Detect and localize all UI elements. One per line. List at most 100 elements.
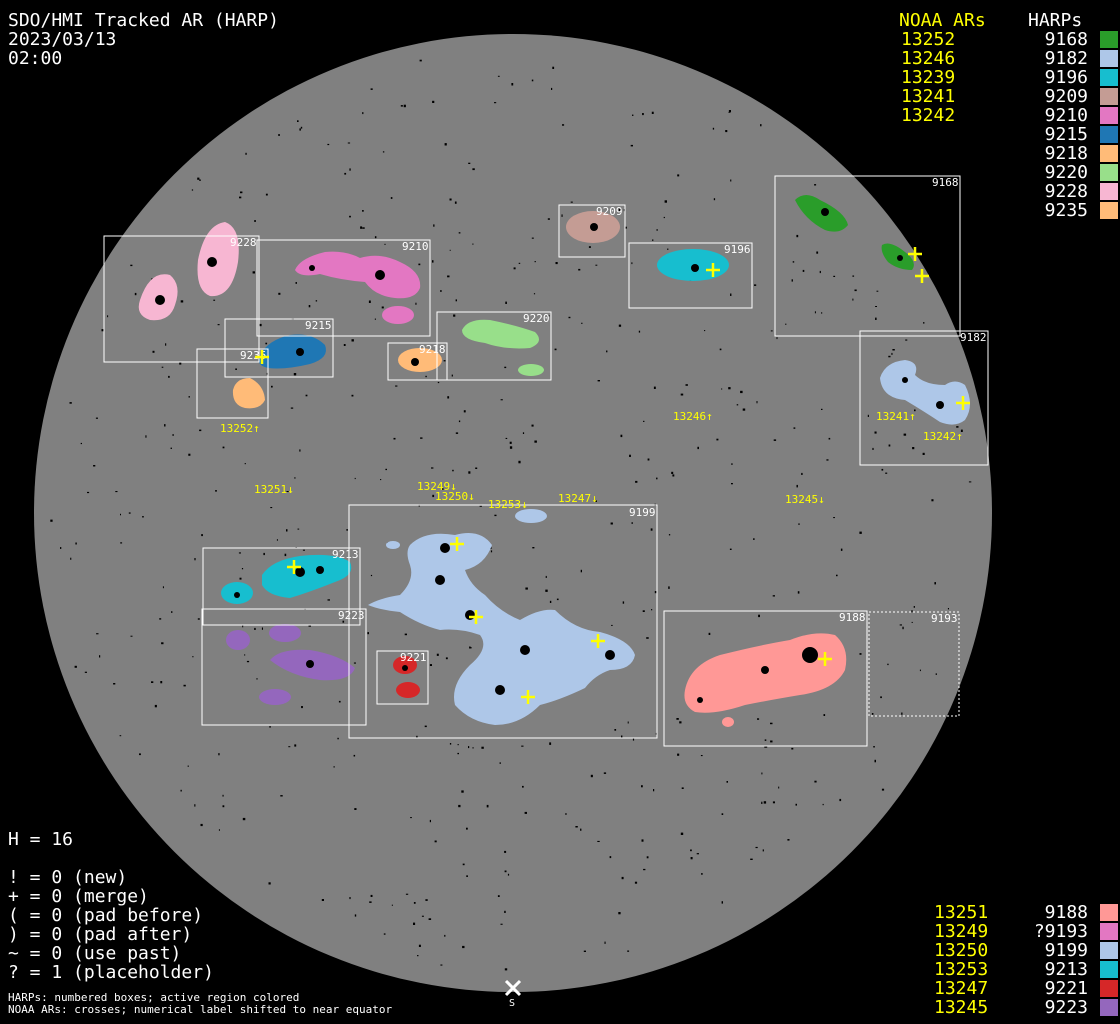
- speckle: [919, 669, 921, 672]
- speckle: [595, 264, 598, 266]
- speckle: [457, 744, 459, 746]
- speckle: [731, 463, 733, 465]
- speckle: [513, 267, 516, 270]
- speckle: [458, 420, 461, 423]
- speckle: [254, 627, 256, 630]
- speckle: [597, 840, 600, 842]
- speckle: [362, 210, 364, 212]
- speckle: [346, 529, 348, 531]
- speckle: [721, 813, 724, 815]
- speckle: [627, 721, 629, 724]
- speckle: [429, 819, 431, 823]
- speckle: [170, 447, 172, 449]
- noaa-label: 13253↓: [488, 498, 528, 511]
- speckle: [570, 201, 573, 203]
- box-9210: [256, 239, 431, 337]
- speckle: [627, 950, 630, 952]
- speckle: [288, 746, 291, 748]
- speckle: [554, 348, 557, 351]
- speckle: [500, 399, 503, 401]
- harp-legend-row: 9168: [1038, 30, 1118, 49]
- speckle: [913, 606, 915, 608]
- speckle: [828, 437, 831, 440]
- speckle: [381, 306, 384, 309]
- speckle: [561, 214, 563, 217]
- speckle: [881, 468, 884, 471]
- speckle: [590, 774, 593, 778]
- speckle: [549, 742, 552, 745]
- speckle: [445, 657, 448, 660]
- box-label: 9193: [931, 612, 958, 625]
- speckle: [93, 465, 96, 467]
- harp-legend-row: 9218: [1038, 144, 1118, 163]
- speckle: [431, 467, 434, 469]
- speckle: [914, 409, 916, 412]
- speckle: [479, 505, 482, 507]
- region-9220b: [518, 364, 544, 376]
- speckle: [511, 83, 514, 86]
- speckle: [549, 600, 552, 603]
- noaa-label: 13245↓: [785, 493, 825, 506]
- speckle: [754, 284, 757, 286]
- speckle: [653, 386, 656, 389]
- speckle: [142, 516, 144, 518]
- speckle: [413, 922, 416, 925]
- speckle: [652, 239, 654, 241]
- speckle: [99, 655, 101, 658]
- speckle: [280, 795, 283, 797]
- solar-disk: [34, 34, 992, 992]
- stats-list: ! = 0 (new) + = 0 (merge) ( = 0 (pad bef…: [8, 868, 214, 982]
- speckle: [278, 134, 280, 136]
- noaa-item: 13241: [901, 86, 956, 107]
- speckle: [797, 591, 800, 594]
- speckle: [852, 275, 855, 277]
- noaa-item: 13251: [934, 902, 989, 923]
- speckle: [172, 434, 174, 436]
- box-9199: [348, 504, 658, 739]
- region-9228b: [197, 222, 239, 297]
- speckle: [522, 785, 524, 788]
- box-9209: [558, 204, 626, 258]
- speckle: [610, 522, 613, 525]
- speckle: [338, 700, 341, 703]
- speckle: [413, 902, 416, 904]
- speckle: [690, 849, 692, 852]
- speckle: [671, 471, 674, 474]
- speckle: [764, 745, 768, 748]
- noaa-label: 13241↑: [876, 410, 916, 423]
- speckle: [188, 453, 191, 456]
- noaa-label: 13247↓: [558, 492, 598, 505]
- speckle: [562, 124, 565, 126]
- speckle: [521, 745, 524, 747]
- speckle: [793, 427, 796, 429]
- speckle: [367, 632, 369, 635]
- speckle: [242, 625, 244, 628]
- speckle: [618, 912, 621, 915]
- speckle: [160, 681, 163, 684]
- box-9213: [202, 547, 361, 626]
- color-swatch: [1100, 69, 1118, 86]
- speckle: [630, 144, 633, 147]
- speckle: [642, 113, 644, 116]
- harp-legend-row: 9188: [1026, 903, 1118, 922]
- harp-legend-row: 9196: [1038, 68, 1118, 87]
- speckle: [787, 839, 790, 841]
- noaa-item: 13250: [934, 940, 989, 961]
- speckle: [552, 66, 555, 69]
- speckle: [390, 197, 393, 199]
- speckle: [374, 318, 376, 320]
- speckle: [721, 388, 723, 390]
- speckle: [770, 330, 773, 332]
- speckle: [351, 394, 354, 397]
- speckle: [643, 868, 646, 871]
- speckle: [565, 813, 567, 815]
- speckle: [468, 162, 471, 164]
- noaa-item: 13239: [901, 67, 956, 88]
- speckle: [393, 437, 396, 440]
- speckle: [578, 268, 581, 271]
- harp-legend-label: 9213: [1044, 959, 1088, 980]
- box-label: 9188: [839, 611, 866, 624]
- date-label: 2023/03/13: [8, 29, 117, 50]
- speckle: [218, 829, 220, 831]
- speckle: [764, 739, 767, 741]
